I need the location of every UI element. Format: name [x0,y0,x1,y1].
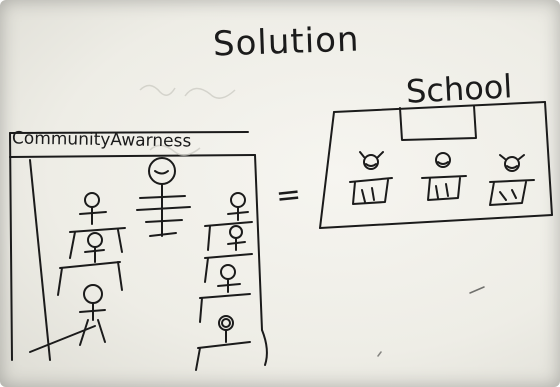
community-panel [9,131,268,366]
audience-figure-4 [204,192,253,251]
audience-figure-7 [195,315,251,371]
equals-sign: = [274,176,303,215]
sketch-title: Solution [212,19,361,65]
audience-figure-1 [69,192,126,259]
school-panel [319,101,553,229]
audience-figure-2 [57,232,123,296]
community-speaker-figure [136,157,191,237]
audience-figure-5 [204,225,253,283]
school-label: School [405,67,514,111]
audience-figure-6 [199,264,251,323]
school-student-1 [349,151,393,205]
school-student-2 [421,152,467,201]
community-awareness-label: CommunityAwarness [11,128,192,152]
audience-figure-3 [29,284,106,353]
school-student-3 [489,154,535,206]
